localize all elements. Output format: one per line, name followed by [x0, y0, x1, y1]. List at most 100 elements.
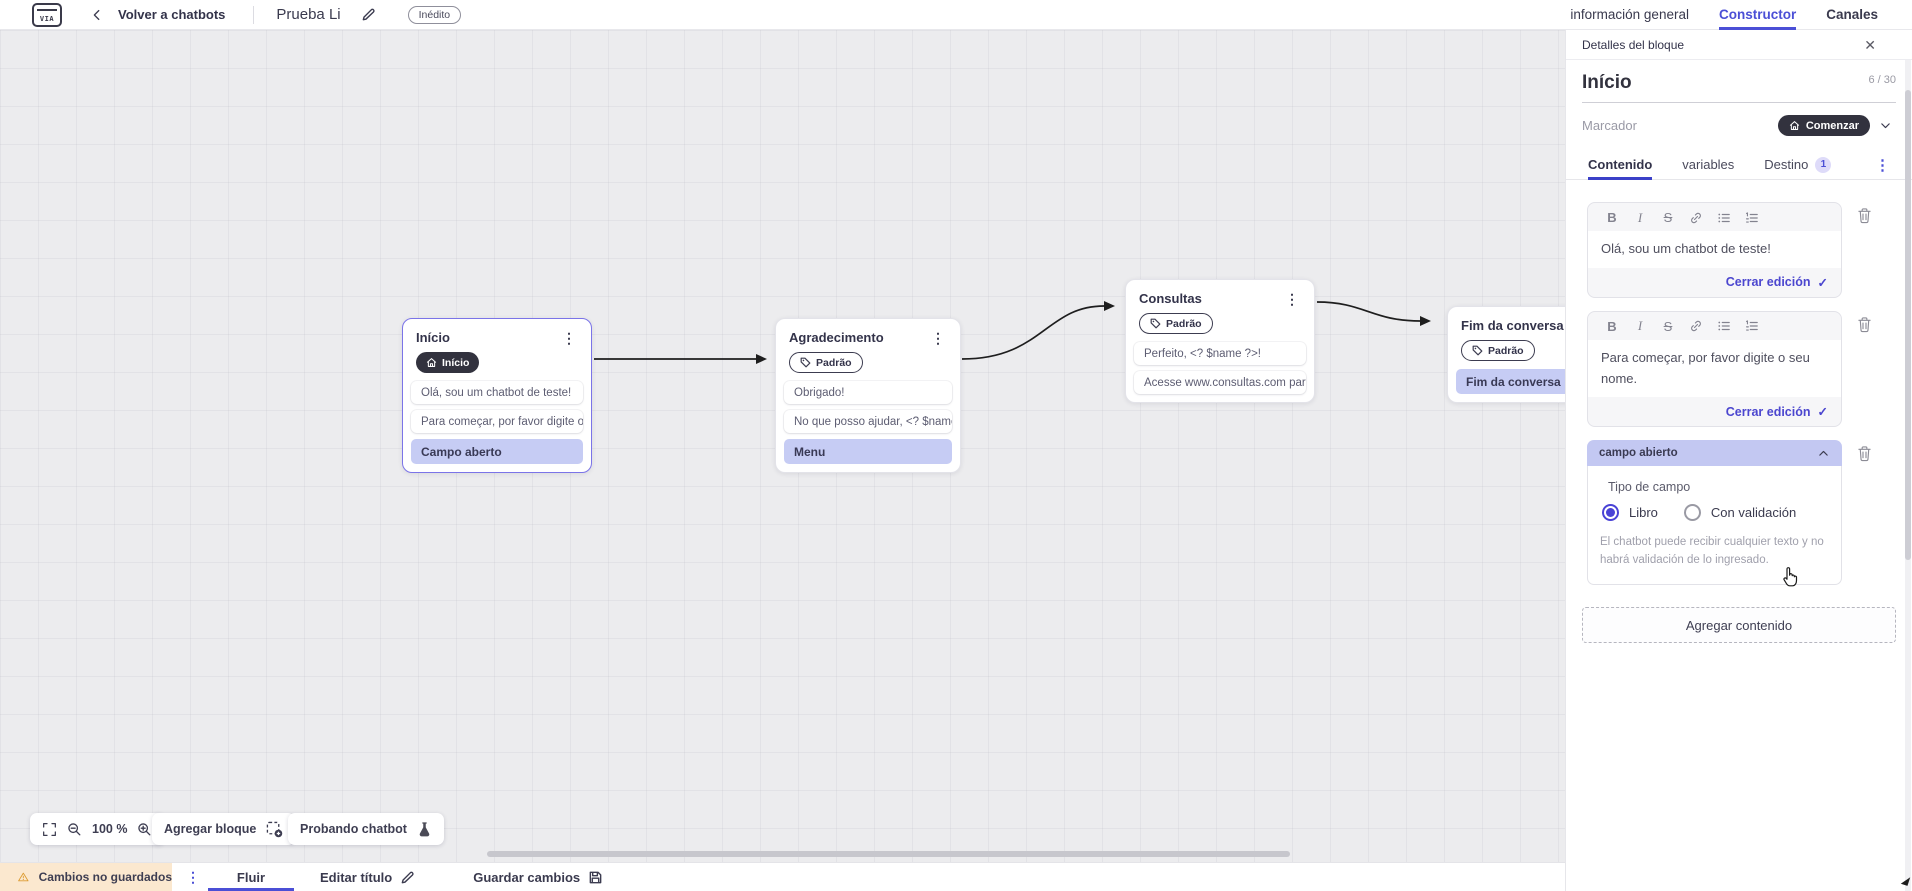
- strikethrough-icon[interactable]: S: [1663, 210, 1673, 225]
- marcador-value-pill[interactable]: Comenzar: [1777, 115, 1870, 136]
- delete-content-icon[interactable]: [1857, 316, 1872, 333]
- radio-option-con-validacion[interactable]: Con validación: [1683, 504, 1796, 522]
- check-icon: ✓: [1817, 275, 1828, 290]
- flask-icon: [417, 821, 432, 838]
- add-block-icon: [266, 821, 283, 838]
- block-row[interactable]: Olá, sou um chatbot de teste!: [411, 381, 583, 404]
- italic-icon[interactable]: I: [1637, 209, 1643, 225]
- bold-icon[interactable]: B: [1607, 318, 1617, 334]
- block-row[interactable]: No que posso ajudar, <? $name ...: [784, 410, 952, 433]
- fullscreen-icon[interactable]: [42, 822, 57, 837]
- panel-tabs-menu-icon[interactable]: ⋮: [1875, 156, 1890, 174]
- open-field-header[interactable]: campo abierto: [1587, 440, 1842, 467]
- zoom-in-icon[interactable]: [137, 822, 152, 837]
- block-type-badge: Padrão: [1139, 313, 1213, 334]
- tag-icon: [1472, 345, 1483, 356]
- block-type-label: Início: [442, 356, 470, 369]
- flow-block-agradecimento[interactable]: Agradecimento ⋮ Padrão Obrigado! No que …: [775, 318, 961, 473]
- block-menu-icon[interactable]: ⋮: [562, 329, 576, 346]
- bullet-list-icon[interactable]: [1712, 318, 1736, 335]
- block-row-text: Perfeito, <? $name ?>!: [1144, 347, 1261, 360]
- radio-option-libro[interactable]: Libro: [1602, 504, 1658, 522]
- back-to-chatbots-link[interactable]: Volver a chatbots: [118, 7, 226, 22]
- block-row-highlighted[interactable]: Menu: [784, 439, 952, 464]
- block-details-panel: Detalles del bloque ✕ Início 6 / 30 Marc…: [1565, 30, 1912, 891]
- strikethrough-icon[interactable]: S: [1663, 318, 1673, 334]
- warning-icon: [18, 872, 29, 882]
- block-type-label: Padrão: [816, 356, 852, 369]
- open-field-body: Tipo de campo Libro Con validación E: [1587, 466, 1842, 586]
- edit-title-icon[interactable]: [361, 7, 376, 22]
- message-text[interactable]: Para começar, por favor digite o seu nom…: [1588, 339, 1841, 398]
- save-changes-label: Guardar cambios: [473, 869, 581, 885]
- flow-block-fim-da-conversa[interactable]: Fim da conversa Padrão Fim da conversa: [1447, 306, 1565, 403]
- text-content-editor[interactable]: B I S Olá, sou um chatbot de tes: [1587, 202, 1842, 298]
- canvas-horizontal-scrollbar[interactable]: [487, 851, 1290, 857]
- app-logo[interactable]: VIA: [32, 2, 62, 27]
- block-row[interactable]: Obrigado!: [784, 381, 952, 404]
- save-changes-button[interactable]: Guardar cambios: [473, 863, 603, 891]
- flow-block-consultas[interactable]: Consultas ⋮ Padrão Perfeito, <? $name ?>…: [1125, 279, 1315, 403]
- flow-options-menu-icon[interactable]: ⋮: [186, 868, 200, 885]
- block-row[interactable]: Para começar, por favor digite o ...: [411, 410, 583, 433]
- panel-content: B I S Olá, sou um chatbot de tes: [1566, 180, 1912, 644]
- block-row[interactable]: Perfeito, <? $name ?>!: [1134, 342, 1306, 365]
- block-type-badge: Padrão: [789, 352, 863, 373]
- chevron-up-icon[interactable]: [1817, 447, 1830, 460]
- block-row-text: Obrigado!: [794, 386, 845, 399]
- link-icon[interactable]: [1684, 318, 1708, 335]
- message-text[interactable]: Olá, sou um chatbot de teste!: [1588, 231, 1841, 268]
- flow-canvas[interactable]: Início ⋮ Início Olá, sou um chatbot de t…: [0, 30, 1565, 862]
- italic-icon[interactable]: I: [1637, 318, 1643, 334]
- close-icon[interactable]: ✕: [1864, 36, 1876, 53]
- block-type-badge: Início: [416, 352, 480, 373]
- marcador-label: Marcador: [1582, 118, 1637, 133]
- chevron-down-icon[interactable]: [1879, 119, 1892, 132]
- tab-constructor[interactable]: Constructor: [1718, 0, 1797, 30]
- bold-icon[interactable]: B: [1607, 210, 1617, 225]
- tab-canales[interactable]: Canales: [1826, 6, 1878, 22]
- test-chatbot-button[interactable]: Probando chatbot: [288, 813, 444, 845]
- marcador-value: Comenzar: [1805, 119, 1859, 132]
- block-row-text: Acesse www.consultas.com par...: [1144, 376, 1306, 389]
- open-field-section: campo abierto Tipo de campo Libro: [1587, 440, 1842, 586]
- delete-content-icon[interactable]: [1857, 445, 1872, 462]
- tab-destino[interactable]: Destino 1: [1764, 150, 1832, 180]
- edit-flow-title-button[interactable]: Editar título: [320, 863, 415, 891]
- marcador-row: Marcador Comenzar: [1582, 115, 1892, 136]
- close-edit-button[interactable]: Cerrar edición ✓: [1588, 268, 1841, 297]
- text-content-editor[interactable]: B I S Para começar, por favor di: [1587, 310, 1842, 428]
- numbered-list-icon[interactable]: [1740, 318, 1764, 335]
- flow-block-inicio[interactable]: Início ⋮ Início Olá, sou um chatbot de t…: [402, 318, 592, 473]
- richtext-toolbar: B I S: [1588, 312, 1841, 340]
- block-menu-icon[interactable]: ⋮: [1285, 290, 1299, 307]
- block-row-text: No que posso ajudar, <? $name ...: [794, 415, 952, 428]
- radio-selected-icon[interactable]: [1602, 504, 1619, 522]
- tab-contenido[interactable]: Contenido: [1588, 150, 1653, 180]
- close-edit-button[interactable]: Cerrar edición ✓: [1588, 397, 1841, 426]
- field-help-text: El chatbot puede recibir cualquier texto…: [1600, 536, 1824, 567]
- home-icon: [426, 358, 437, 367]
- back-chevron-icon[interactable]: [90, 8, 104, 22]
- link-icon[interactable]: [1684, 209, 1708, 226]
- save-icon: [589, 871, 602, 883]
- block-name-field[interactable]: Início 6 / 30: [1582, 72, 1896, 103]
- add-content-button[interactable]: Agregar contenido: [1582, 607, 1896, 644]
- flow-tab-fluir[interactable]: Fluir: [208, 863, 294, 891]
- radio-libro-label: Libro: [1629, 505, 1658, 521]
- block-row[interactable]: Acesse www.consultas.com par...: [1134, 371, 1306, 394]
- add-block-button[interactable]: Agregar bloque: [152, 813, 296, 845]
- block-row-highlighted[interactable]: Fim da conversa: [1456, 369, 1565, 394]
- top-header: VIA Volver a chatbots Prueba Li Inédito …: [0, 0, 1912, 30]
- block-menu-icon[interactable]: ⋮: [931, 329, 945, 346]
- block-row-highlighted[interactable]: Campo aberto: [411, 439, 583, 464]
- panel-scrollbar[interactable]: [1905, 60, 1911, 891]
- numbered-list-icon[interactable]: [1740, 209, 1764, 226]
- tab-informacion-general[interactable]: información general: [1570, 6, 1689, 22]
- panel-tabs: Contenido variables Destino 1 ⋮: [1566, 150, 1912, 180]
- zoom-out-icon[interactable]: [67, 822, 82, 837]
- delete-content-icon[interactable]: [1857, 207, 1872, 224]
- tab-variables[interactable]: variables: [1682, 157, 1735, 172]
- radio-unselected-icon[interactable]: [1683, 504, 1701, 522]
- bullet-list-icon[interactable]: [1712, 209, 1736, 226]
